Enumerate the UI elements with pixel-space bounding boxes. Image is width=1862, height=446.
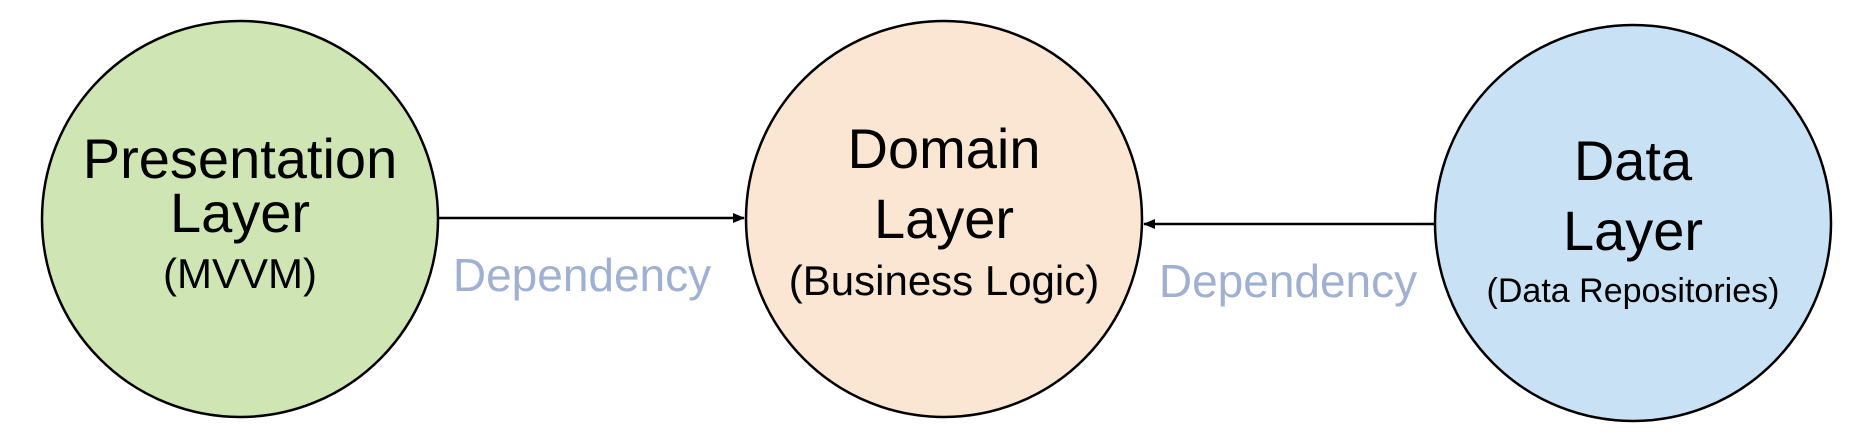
presentation-layer-node: Presentation Layer (MVVM) bbox=[40, 19, 440, 419]
edge-presentation-to-domain: Dependency bbox=[438, 213, 745, 301]
presentation-layer-title-line2: Layer bbox=[170, 181, 310, 244]
edge-data-to-domain: Dependency bbox=[1143, 219, 1435, 307]
domain-layer-node: Domain Layer (Business Logic) bbox=[744, 19, 1144, 419]
presentation-layer-title-line1: Presentation bbox=[83, 127, 397, 190]
domain-layer-title-line2: Layer bbox=[874, 187, 1014, 250]
dependency-label-presentation-to-domain: Dependency bbox=[453, 249, 711, 301]
presentation-layer-subtitle: (MVVM) bbox=[163, 250, 317, 297]
data-layer-node: Data Layer (Data Repositories) bbox=[1433, 23, 1833, 423]
domain-layer-title-line1: Domain bbox=[848, 117, 1041, 180]
data-layer-title-line1: Data bbox=[1574, 129, 1693, 192]
dependency-label-data-to-domain: Dependency bbox=[1159, 255, 1417, 307]
domain-layer-circle bbox=[744, 19, 1144, 419]
domain-layer-subtitle: (Business Logic) bbox=[789, 257, 1099, 304]
data-layer-subtitle: (Data Repositories) bbox=[1487, 272, 1780, 310]
data-layer-title-line2: Layer bbox=[1563, 199, 1703, 262]
